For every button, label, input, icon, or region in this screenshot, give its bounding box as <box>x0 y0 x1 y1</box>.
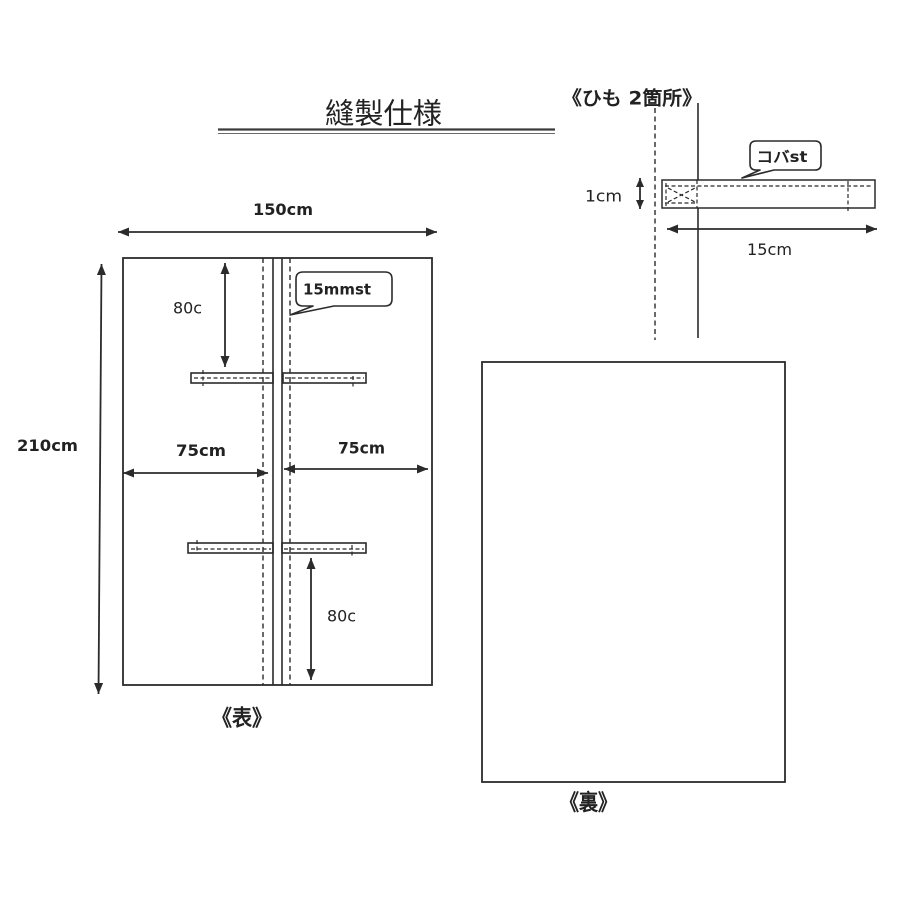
back-panel-outline <box>481 361 786 783</box>
lower-tie-offset-label: 80c <box>327 607 356 626</box>
right-half-dimension-label: 75cm <box>338 439 385 458</box>
back-view: 《裏》 <box>481 361 786 816</box>
front-view-label: 《表》 <box>212 707 272 732</box>
tie-strip-outline <box>661 179 876 209</box>
height-dimension-label: 210cm <box>17 436 78 455</box>
page-title: 縫製仕様 <box>325 97 442 131</box>
lower-left-tie <box>187 542 274 554</box>
lower-right-tie <box>281 542 367 554</box>
upper-left-tie <box>190 372 274 384</box>
width-dimension-label: 150cm <box>253 200 313 219</box>
front-view: 150cm 210cm 80c 75cm 75cm <box>17 200 437 732</box>
seam-stitch-callout-bubble <box>289 271 393 316</box>
tie-length-label: 15cm <box>747 240 792 259</box>
upper-tie-pair <box>190 370 367 389</box>
edge-stitch-callout-bubble <box>741 140 822 179</box>
seam-stitch-callout-text: 15mmst <box>303 281 371 299</box>
left-half-dimension-label: 75cm <box>176 441 226 460</box>
back-view-label: 《裏》 <box>560 790 617 816</box>
tie-attach-cross-stitch-b <box>667 187 696 203</box>
tie-detail-title: 《ひも 2箇所》 <box>562 87 702 110</box>
edge-stitch-callout-text: コバst <box>757 148 808 166</box>
tie-width-label: 1cm <box>585 187 622 206</box>
tie-detail: 《ひも 2箇所》 1cm 15cm コバst <box>562 87 877 340</box>
height-dimension-arrow <box>94 263 106 695</box>
lower-tie-pair <box>187 540 367 558</box>
upper-right-tie <box>282 372 367 384</box>
title-block: 縫製仕様 <box>218 97 555 134</box>
upper-tie-offset-label: 80c <box>173 299 202 318</box>
